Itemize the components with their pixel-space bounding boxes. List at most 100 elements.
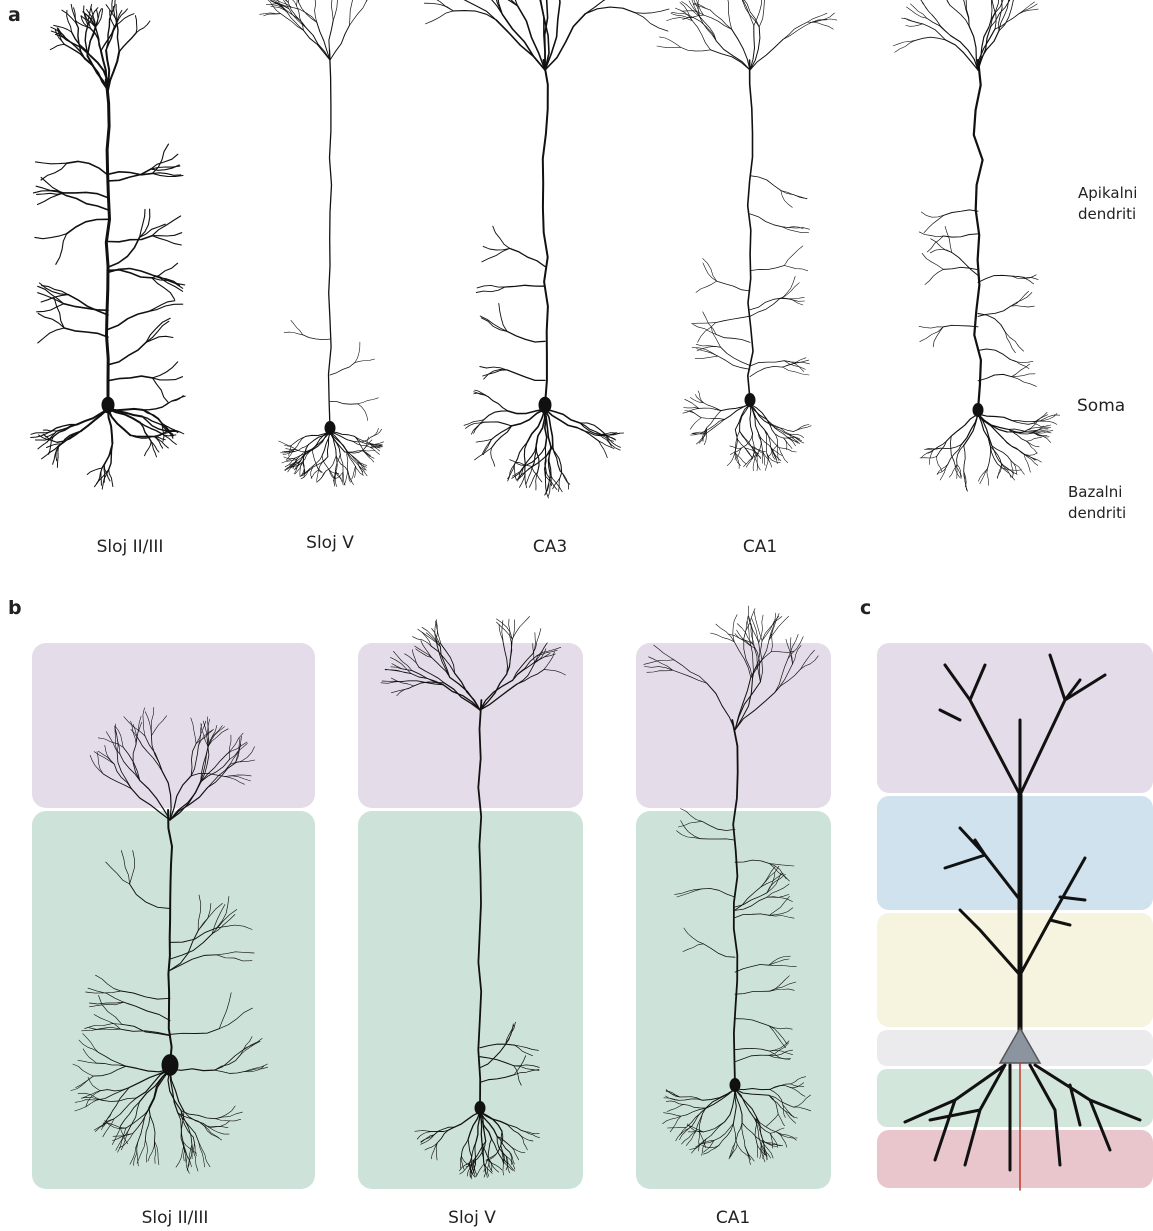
- oblique-branch: [780, 283, 800, 299]
- oblique-branch: [721, 347, 750, 365]
- basal-branch: [87, 468, 102, 474]
- apical-tuft-branch: [754, 0, 762, 25]
- oblique-branch: [153, 377, 183, 380]
- basal-branch: [313, 449, 317, 463]
- basal-branch: [701, 418, 724, 420]
- basal-branch: [364, 452, 374, 462]
- oblique-branch: [1011, 291, 1029, 306]
- oblique-branch: [1011, 306, 1035, 307]
- oblique-branch: [978, 314, 1005, 333]
- basal-branch: [745, 448, 753, 458]
- oblique-branch: [1005, 332, 1015, 353]
- apical-tuft-branch: [710, 633, 734, 642]
- basal-branch: [1011, 461, 1013, 478]
- basal-branch: [1034, 423, 1049, 427]
- oblique-branch: [782, 276, 795, 298]
- apical-tuft-branch: [681, 47, 711, 51]
- apical-tuft-branch: [350, 2, 367, 26]
- oblique-branch: [56, 234, 67, 265]
- basal-branch: [746, 455, 753, 468]
- apical-trunk: [543, 60, 548, 405]
- oblique-branch: [1010, 359, 1033, 362]
- oblique-branch: [108, 342, 146, 365]
- basal-branch: [1040, 421, 1057, 424]
- oblique-branch: [952, 252, 978, 275]
- oblique-branch: [943, 267, 978, 269]
- basal-branch: [294, 436, 306, 449]
- apical-tuft-branch: [329, 21, 333, 61]
- basal-branch: [334, 473, 335, 486]
- oblique-branch: [510, 248, 545, 266]
- apical-tuft-branch: [945, 40, 978, 70]
- basal-branch: [284, 457, 296, 459]
- basal-branch: [685, 411, 701, 418]
- apical-tuft-branch: [55, 34, 70, 42]
- apical-tuft-branch: [783, 22, 808, 39]
- basal-branch: [735, 453, 739, 468]
- basal-branch: [1040, 415, 1060, 421]
- apical-tuft-branch: [350, 0, 354, 25]
- oblique-branch: [67, 161, 108, 175]
- oblique-branch: [38, 286, 64, 303]
- oblique-branch: [750, 299, 780, 317]
- oblique-branch: [499, 304, 507, 332]
- apical-tuft-branch: [731, 0, 743, 1]
- apical-trunk: [748, 60, 753, 400]
- apical-tuft-branch: [366, 0, 376, 2]
- oblique-branch: [507, 370, 545, 381]
- oblique-branch: [38, 328, 64, 343]
- oblique-branch: [507, 331, 545, 342]
- oblique-branch: [108, 236, 152, 242]
- apical-tuft-branch: [932, 15, 951, 36]
- label-basal-line2: dendriti: [1068, 503, 1126, 524]
- basal-branch: [1034, 415, 1048, 424]
- oblique-branch: [36, 186, 64, 193]
- basal-branch: [703, 403, 721, 411]
- oblique-branch: [64, 328, 108, 337]
- oblique-branch: [782, 227, 808, 233]
- oblique-branch: [108, 311, 149, 329]
- apical-tuft-branch: [330, 25, 350, 60]
- basal-branch: [344, 470, 347, 485]
- basal-branch: [317, 470, 319, 483]
- basal-branch: [371, 428, 378, 437]
- apical-tuft-branch: [264, 14, 281, 16]
- oblique-branch: [717, 281, 750, 291]
- basal-branch: [1003, 438, 1024, 454]
- oblique-branch: [919, 326, 943, 328]
- basal-branch: [1027, 441, 1040, 447]
- panel-b-zones: [32, 643, 831, 1189]
- basal-branch: [363, 450, 375, 451]
- oblique-branch: [476, 287, 505, 293]
- basal-branch: [109, 470, 113, 487]
- basal-branch: [492, 426, 512, 439]
- basal-branch: [784, 438, 787, 450]
- basal-branch: [690, 418, 701, 430]
- apical-tuft-branch: [635, 9, 669, 13]
- basal-branch: [330, 432, 355, 436]
- basal-branch: [336, 456, 348, 471]
- caption-b-ca1: CA1: [653, 1208, 813, 1228]
- oblique-branch: [41, 163, 67, 180]
- apical-tuft-branch: [135, 16, 137, 33]
- basal-branch: [978, 414, 990, 447]
- oblique-branch: [716, 316, 750, 322]
- oblique-branch: [1011, 293, 1032, 307]
- apical-tuft-branch: [657, 46, 681, 48]
- label-apical-line1: Apikalni: [1078, 183, 1137, 204]
- oblique-branch: [330, 363, 355, 375]
- oblique-branch: [1005, 332, 1023, 351]
- apical-tuft-branch: [427, 0, 453, 11]
- caption-a-layer-5: Sloj V: [250, 533, 410, 553]
- oblique-branch: [152, 216, 181, 236]
- oblique-branch: [493, 226, 510, 248]
- label-basal-dendrites: Bazalni dendriti: [1068, 482, 1126, 524]
- oblique-branch: [783, 367, 809, 375]
- oblique-branch: [692, 323, 716, 324]
- zone-proximal-3: [636, 811, 831, 1189]
- basal-branch: [735, 453, 746, 464]
- apical-tuft-branch: [812, 22, 833, 29]
- basal-branch: [102, 470, 109, 490]
- caption-b-layer-2-3: Sloj II/III: [95, 1208, 255, 1228]
- apical-tuft-branch: [893, 40, 915, 46]
